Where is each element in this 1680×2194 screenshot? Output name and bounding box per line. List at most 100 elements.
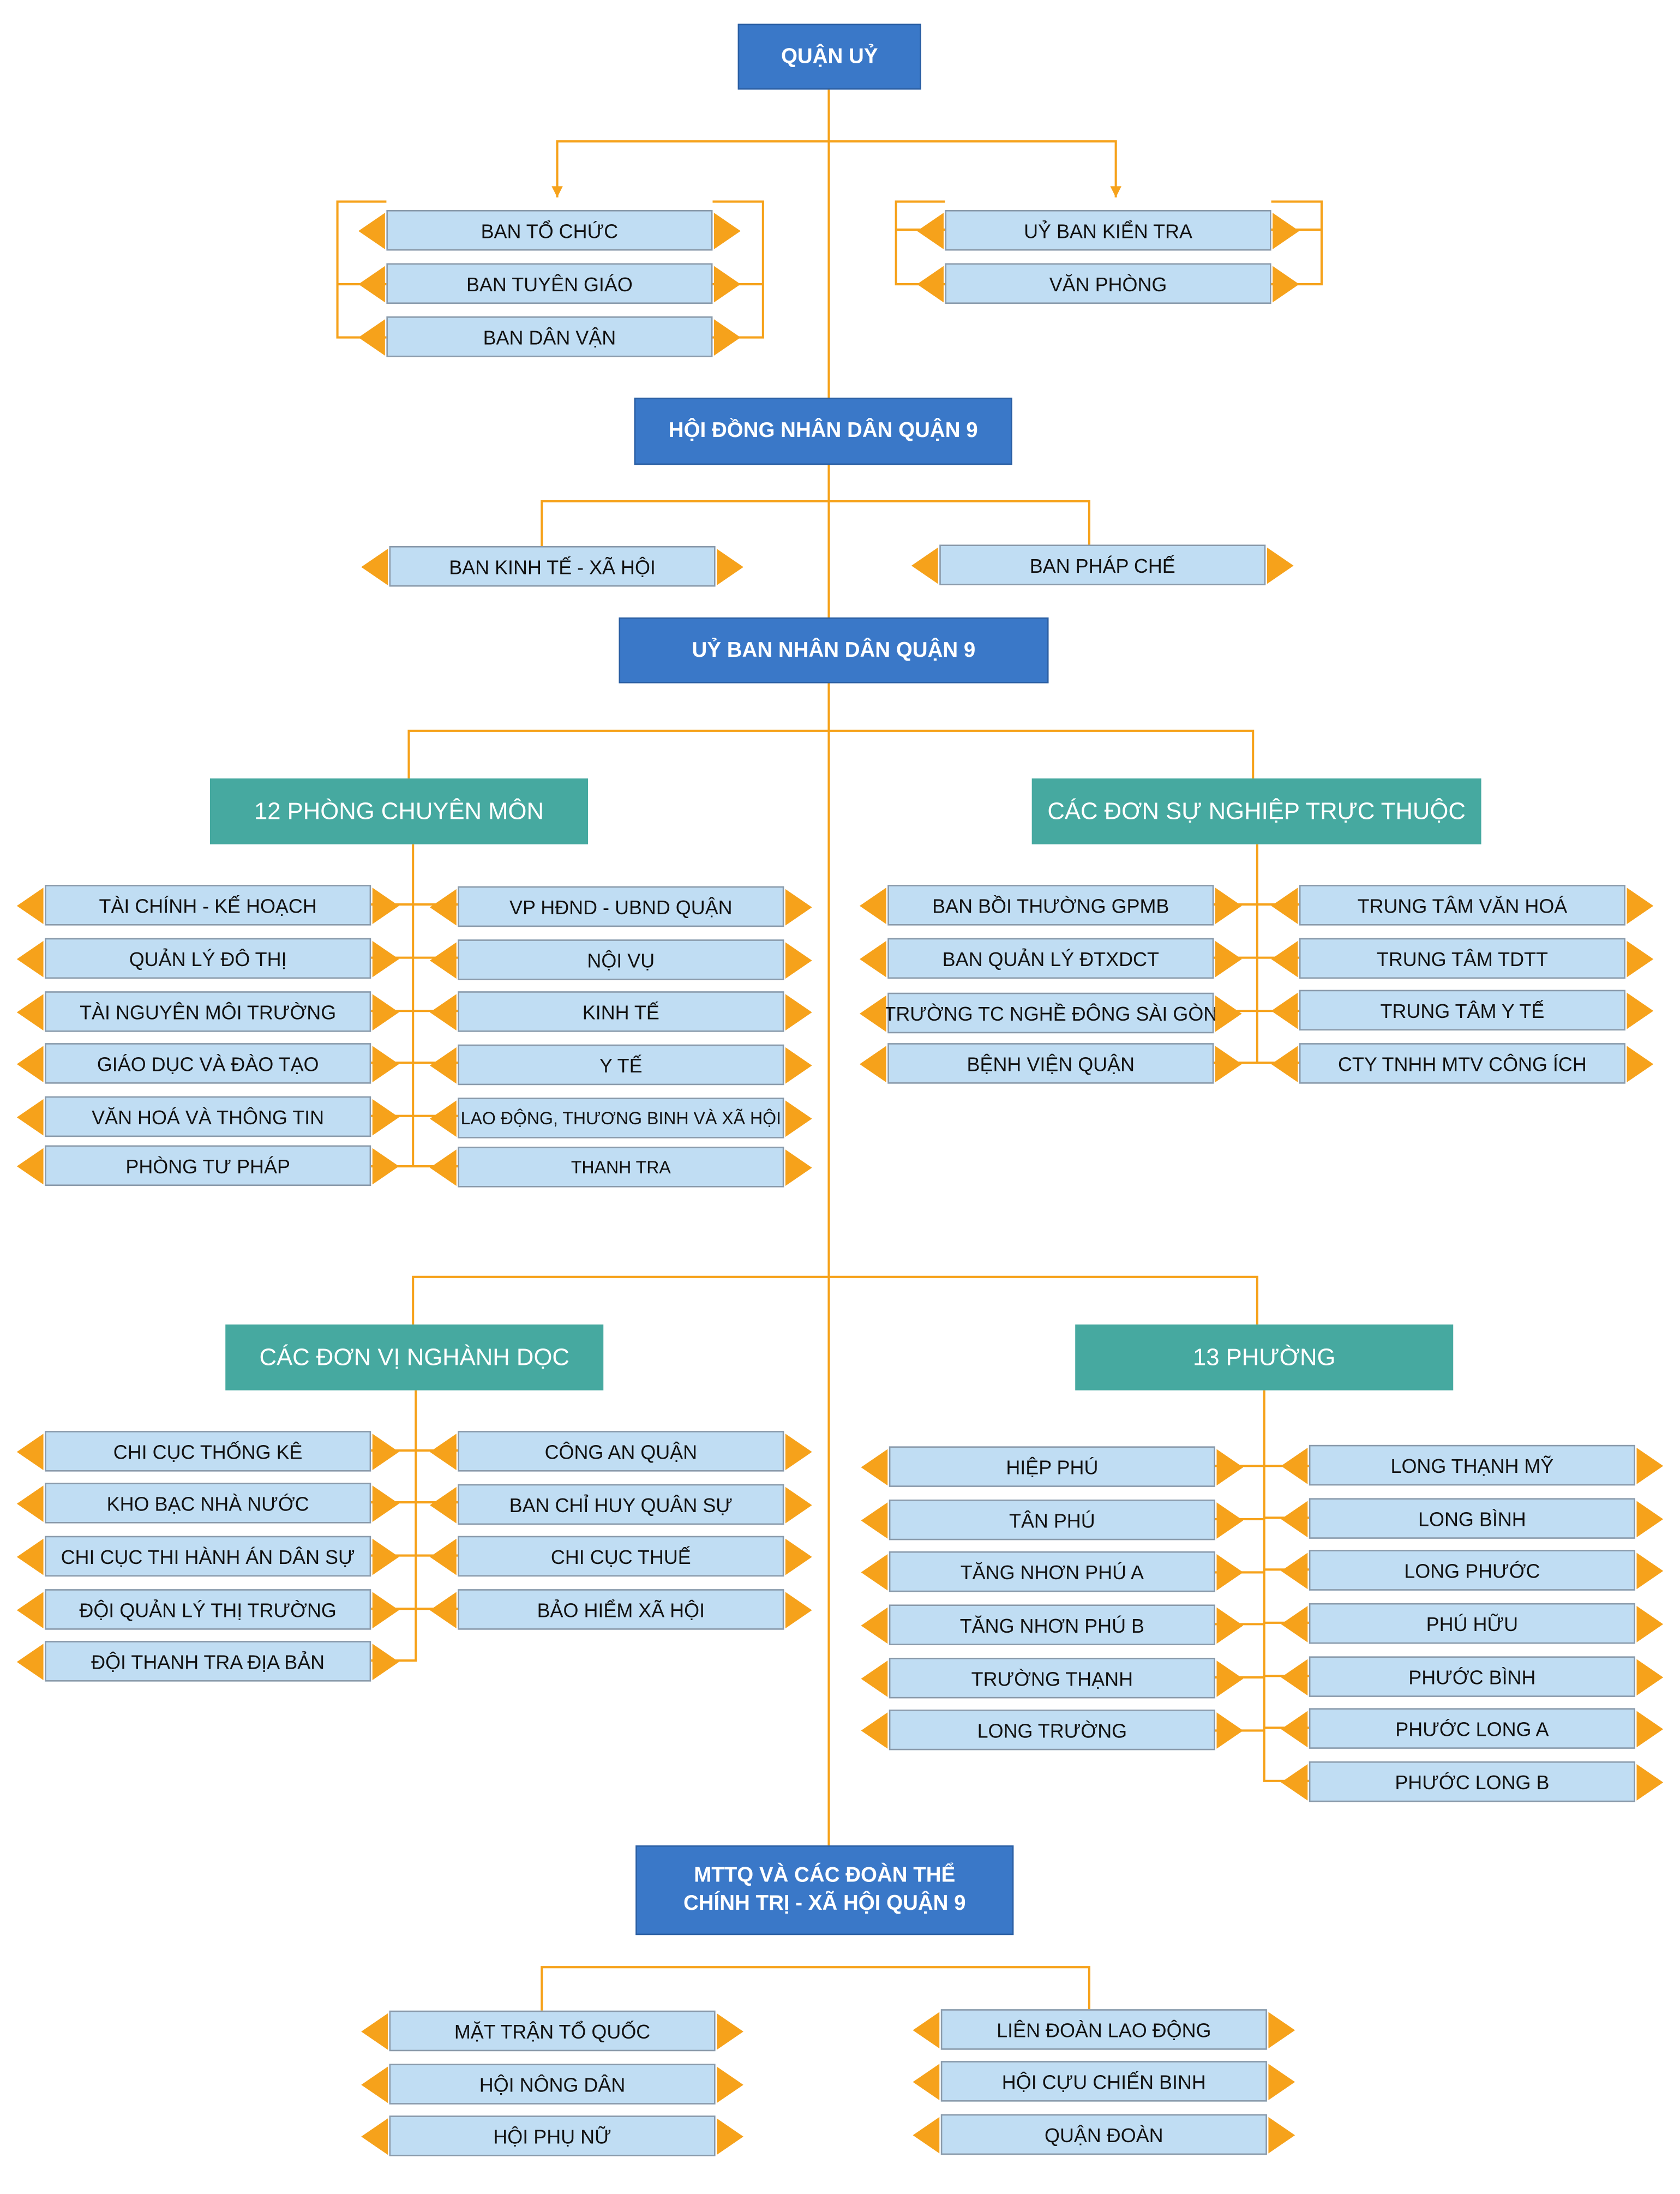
department-item: NỘI VỤ bbox=[458, 939, 784, 980]
left-arrow-marker bbox=[429, 1486, 457, 1523]
party-board-item: BAN TỔ CHỨC bbox=[386, 210, 713, 251]
vertical-unit-item: ĐỘI QUẢN LÝ THỊ TRƯỜNG bbox=[45, 1589, 371, 1630]
departments-title: 12 PHÒNG CHUYÊN MÔN bbox=[254, 797, 544, 824]
left-arrow-marker bbox=[1281, 1552, 1308, 1588]
right-arrow-marker bbox=[1267, 547, 1294, 584]
left-arrow-marker bbox=[429, 888, 457, 925]
left-arrow-marker bbox=[16, 940, 44, 977]
department-item: Y TẾ bbox=[458, 1044, 784, 1086]
left-arrow-marker bbox=[1281, 1605, 1308, 1642]
public-unit-item: BAN BỒI THƯỜNG GPMB bbox=[887, 885, 1214, 926]
department-item: QUẢN LÝ ĐÔ THỊ bbox=[45, 938, 371, 979]
right-arrow-marker bbox=[785, 1538, 812, 1575]
left-arrow-marker bbox=[16, 1045, 44, 1082]
left-arrow-marker bbox=[861, 1606, 888, 1644]
council-board-item: BAN PHÁP CHẾ bbox=[939, 544, 1266, 585]
left-arrow-marker bbox=[429, 1433, 457, 1470]
district-party-committee: QUẬN UỶ bbox=[737, 23, 921, 90]
vertical-unit-item: KHO BẠC NHÀ NƯỚC bbox=[45, 1483, 371, 1524]
public-units-header: CÁC ĐƠN SỰ NGHIỆP TRỰC THUỘC bbox=[1031, 778, 1481, 844]
left-arrow-marker bbox=[361, 548, 388, 585]
left-arrow-marker bbox=[429, 1046, 457, 1083]
ward-item: LONG THẠNH MỸ bbox=[1309, 1444, 1635, 1486]
front-org-item: HỘI CỰU CHIẾN BINH bbox=[940, 2061, 1267, 2102]
right-arrow-marker bbox=[1273, 212, 1299, 249]
ward-item: LONG BÌNH bbox=[1309, 1498, 1635, 1539]
public-unit-item: BỆNH VIỆN QUẬN bbox=[887, 1043, 1214, 1084]
right-arrow-marker bbox=[372, 1098, 399, 1135]
right-arrow-marker bbox=[717, 548, 743, 585]
left-arrow-marker bbox=[861, 1711, 888, 1748]
right-arrow-marker bbox=[1215, 940, 1242, 977]
front-org-item: HỘI PHỤ NỮ bbox=[389, 2115, 716, 2156]
right-arrow-marker bbox=[785, 942, 812, 978]
front-organizations: MTTQ VÀ CÁC ĐOÀN THỂ CHÍNH TRỊ - XÃ HỘI … bbox=[635, 1845, 1014, 1935]
right-arrow-marker bbox=[372, 1045, 399, 1082]
people-committee: UỶ BAN NHÂN DÂN QUẬN 9 bbox=[619, 617, 1049, 684]
department-item: VP HĐND - UBND QUẬN bbox=[458, 886, 784, 927]
left-arrow-marker bbox=[861, 1501, 888, 1538]
left-arrow-marker bbox=[1281, 1447, 1308, 1484]
right-arrow-marker bbox=[372, 1538, 399, 1575]
left-arrow-marker bbox=[16, 1433, 44, 1470]
left-arrow-marker bbox=[16, 1591, 44, 1628]
left-arrow-marker bbox=[429, 1148, 457, 1185]
right-arrow-marker bbox=[785, 1591, 812, 1628]
front-org-item: LIÊN ĐOÀN LAO ĐỘNG bbox=[940, 2009, 1267, 2050]
ward-item: PHƯỚC LONG A bbox=[1309, 1708, 1635, 1749]
departments-header: 12 PHÒNG CHUYÊN MÔN bbox=[210, 778, 589, 844]
left-arrow-marker bbox=[861, 1448, 888, 1485]
left-arrow-marker bbox=[1281, 1658, 1308, 1695]
left-arrow-marker bbox=[1271, 887, 1298, 924]
right-arrow-marker bbox=[372, 1147, 399, 1184]
wards-header: 13 PHƯỜNG bbox=[1075, 1324, 1454, 1390]
right-arrow-marker bbox=[785, 888, 812, 925]
left-arrow-marker bbox=[917, 265, 944, 302]
left-arrow-marker bbox=[859, 1045, 886, 1082]
left-arrow-marker bbox=[16, 1484, 44, 1521]
ward-item: PHƯỚC BÌNH bbox=[1309, 1656, 1635, 1697]
right-arrow-marker bbox=[1627, 1045, 1654, 1082]
front-org-item: HỘI NÔNG DÂN bbox=[389, 2064, 716, 2105]
ward-item: HIỆP PHÚ bbox=[889, 1446, 1215, 1487]
left-arrow-marker bbox=[429, 993, 457, 1030]
left-arrow-marker bbox=[1281, 1500, 1308, 1537]
left-arrow-marker bbox=[861, 1659, 888, 1697]
left-arrow-marker bbox=[911, 547, 938, 584]
left-arrow-marker bbox=[913, 2011, 940, 2048]
left-arrow-marker bbox=[859, 940, 886, 977]
left-arrow-marker bbox=[16, 887, 44, 924]
left-arrow-marker bbox=[358, 265, 385, 302]
right-arrow-marker bbox=[1215, 1045, 1242, 1082]
vertical-unit-item: CHI CỤC THI HÀNH ÁN DÂN SỰ bbox=[45, 1536, 371, 1577]
right-arrow-marker bbox=[717, 2118, 743, 2154]
right-arrow-marker bbox=[1636, 1658, 1664, 1695]
ward-item: PHÚ HỮU bbox=[1309, 1603, 1635, 1644]
department-item: VĂN HOÁ VÀ THÔNG TIN bbox=[45, 1096, 371, 1137]
right-arrow-marker bbox=[372, 993, 399, 1030]
right-arrow-marker bbox=[1636, 1605, 1664, 1642]
right-arrow-marker bbox=[372, 1643, 399, 1680]
right-arrow-marker bbox=[1627, 992, 1654, 1029]
left-arrow-marker bbox=[361, 2118, 388, 2154]
ward-item: LONG PHƯỚC bbox=[1309, 1550, 1635, 1591]
right-arrow-marker bbox=[1215, 887, 1242, 924]
right-arrow-marker bbox=[717, 2066, 743, 2102]
left-arrow-marker bbox=[1271, 992, 1298, 1029]
vertical-unit-item: CHI CỤC THUẾ bbox=[458, 1536, 784, 1577]
right-arrow-marker bbox=[785, 1046, 812, 1083]
left-arrow-marker bbox=[1271, 1045, 1298, 1082]
department-item: GIÁO DỤC VÀ ĐÀO TẠO bbox=[45, 1043, 371, 1084]
vertical-units-title: CÁC ĐƠN VỊ NGHÀNH DỌC bbox=[259, 1343, 569, 1370]
left-arrow-marker bbox=[429, 942, 457, 978]
public-unit-item: TRUNG TÂM TDTT bbox=[1299, 938, 1625, 979]
right-arrow-marker bbox=[1627, 940, 1654, 977]
right-arrow-marker bbox=[714, 265, 741, 302]
vertical-units-header: CÁC ĐƠN VỊ NGHÀNH DỌC bbox=[225, 1324, 604, 1390]
left-arrow-marker bbox=[361, 2066, 388, 2102]
right-arrow-marker bbox=[1636, 1552, 1664, 1588]
ward-item: TÂN PHÚ bbox=[889, 1499, 1215, 1540]
right-arrow-marker bbox=[785, 1148, 812, 1185]
right-arrow-marker bbox=[372, 1591, 399, 1628]
